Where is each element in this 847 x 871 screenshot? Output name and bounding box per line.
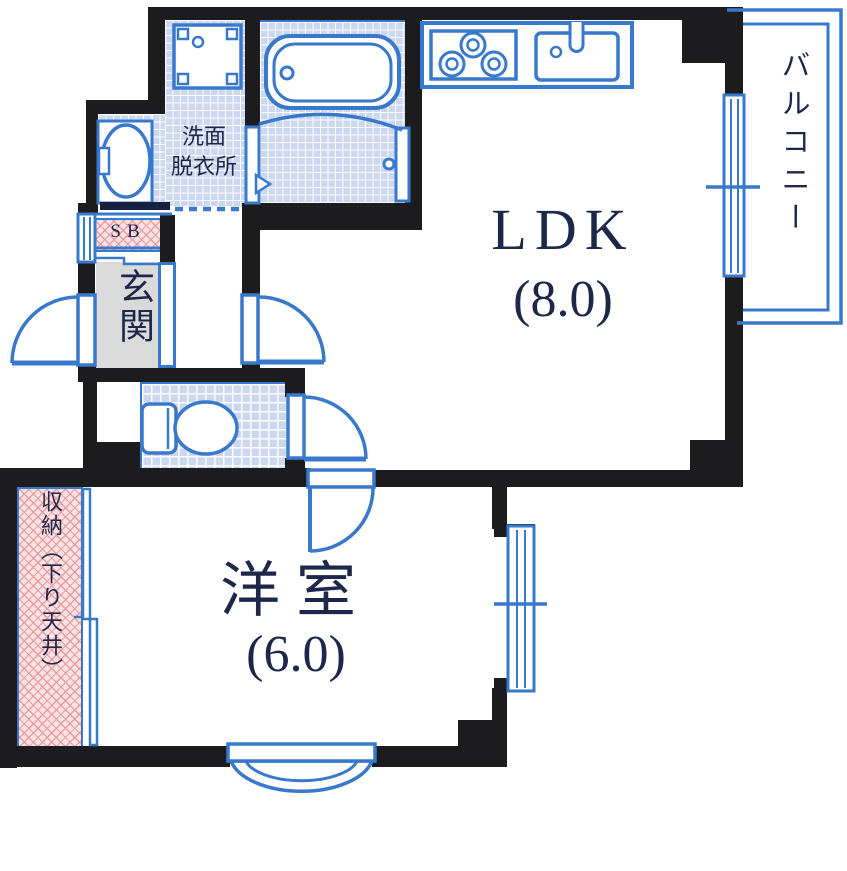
hall-ldk-door <box>240 293 326 365</box>
balcony-window <box>706 93 760 278</box>
wall-bath-bottom <box>242 203 422 230</box>
western-room-size-label: (6.0) <box>246 626 346 683</box>
wall-left-small-block <box>78 203 98 215</box>
storage-label: 収納（下り天井） <box>38 490 63 682</box>
entrance-door <box>10 293 97 367</box>
entrance-step-lines <box>96 246 160 266</box>
wash-basin <box>96 119 154 205</box>
wall-right-lower <box>725 273 743 487</box>
balcony-outline <box>727 8 843 325</box>
washroom-label-line2: 脱衣所 <box>170 154 237 179</box>
wall-pocket-block <box>97 442 140 472</box>
western-room-window <box>494 524 547 693</box>
stove <box>429 29 518 81</box>
bay-window <box>226 742 377 794</box>
wall-western-right-top <box>492 487 507 529</box>
ldk-label: LDK <box>491 197 635 262</box>
wall-sb-right-block <box>160 215 175 262</box>
western-room-label: 洋室 <box>220 558 372 624</box>
ldk-size-label: (8.0) <box>513 271 613 328</box>
wall-western-left <box>0 468 17 768</box>
wall-western-bottom-left <box>0 746 230 767</box>
entrance-floor <box>96 262 158 368</box>
wall-washroom-left <box>148 7 165 103</box>
wall-below-window <box>78 262 95 295</box>
wall-right-upper <box>725 20 743 97</box>
washroom-label-line1: 洗面 <box>181 124 226 149</box>
wall-western-right-bottom <box>492 688 507 728</box>
entrance-label: 玄関 <box>114 268 154 346</box>
wall-hall-ldk-upper <box>242 230 260 295</box>
shoebox-label: SB <box>110 221 146 242</box>
bathtub <box>264 34 401 110</box>
closet-sliding-door <box>74 487 99 747</box>
wall-toilet-left <box>83 382 97 472</box>
toilet-door <box>286 393 368 462</box>
wall-left-mid <box>86 114 98 206</box>
washroom-floor-strip2 <box>152 114 165 206</box>
washroom-counter-bar <box>96 202 172 216</box>
wall-jog <box>86 100 165 114</box>
wall-top <box>148 7 743 20</box>
sink <box>534 22 620 82</box>
washing-machine <box>172 23 243 90</box>
washroom-label: 洗面 脱衣所 <box>160 122 248 182</box>
wall-hall-ldk-lower <box>242 363 260 382</box>
entrance-step <box>158 262 176 368</box>
shoe-box-area <box>96 218 160 252</box>
balcony-label: バルコニー <box>777 50 809 240</box>
sb-window <box>76 212 97 264</box>
bath-door <box>244 112 411 205</box>
washroom-floor-strip <box>98 114 165 122</box>
wall-western-top <box>0 468 310 487</box>
toilet <box>140 400 239 456</box>
western-room-door <box>306 468 376 553</box>
wall-ldk-bottom <box>373 470 743 487</box>
wall-bath-divider <box>245 20 260 127</box>
